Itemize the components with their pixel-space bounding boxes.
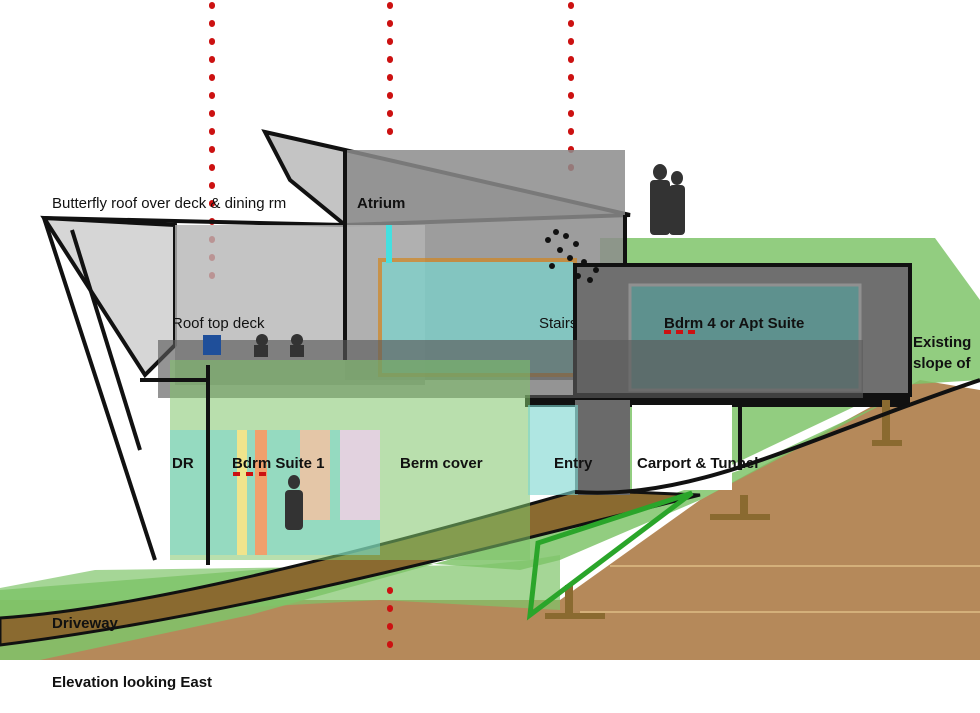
label-roof-top-deck: Roof top deck xyxy=(172,315,265,332)
color-panel-orange xyxy=(255,430,267,555)
roof-strut-left xyxy=(42,217,157,561)
entry-wall xyxy=(575,400,630,495)
label-bdrm-suite1: Bdrm Suite 1 xyxy=(232,455,325,472)
label-carport: Carport & Tunnel xyxy=(637,455,759,472)
roof-strut-inner xyxy=(70,229,142,451)
label-butterfly-roof: Butterfly roof over deck & dining rm xyxy=(52,195,287,212)
label-entry: Entry xyxy=(554,455,593,472)
label-stairs: Stairs xyxy=(539,315,578,332)
tunnel-outline xyxy=(526,490,694,621)
deck-post-blue xyxy=(203,335,221,355)
earth-hillside xyxy=(0,380,980,660)
roof-beam xyxy=(43,216,346,227)
color-panel-yellow xyxy=(237,430,247,555)
entry-glass xyxy=(528,405,578,495)
red-dash-markers xyxy=(233,330,695,476)
existing-slope-line xyxy=(574,378,980,495)
tree-foliage xyxy=(545,229,599,283)
label-slope-of: slope of xyxy=(913,355,971,372)
color-panel-peach xyxy=(300,430,330,520)
label-driveway: Driveway xyxy=(52,615,118,632)
grass-berm-left xyxy=(0,555,560,645)
label-bdrm4: Bdrm 4 or Apt Suite xyxy=(664,315,805,332)
caption: Elevation looking East xyxy=(52,674,213,691)
label-existing: Existing xyxy=(913,334,972,351)
label-dr: DR xyxy=(172,455,194,472)
footings xyxy=(545,400,902,619)
label-berm-cover: Berm cover xyxy=(400,455,483,472)
atrium-window-slot xyxy=(386,225,392,263)
label-atrium: Atrium xyxy=(357,195,406,212)
carport-opening xyxy=(632,405,732,490)
color-panel-pink xyxy=(340,430,380,520)
people-silhouettes xyxy=(254,164,685,530)
